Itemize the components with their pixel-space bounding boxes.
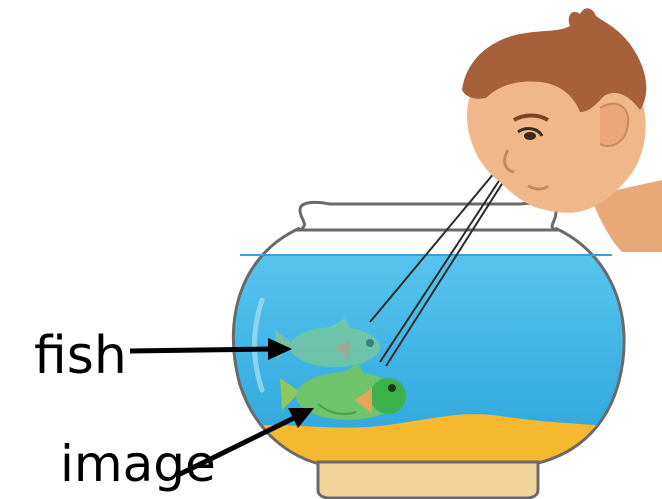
bowl-rim [300, 202, 556, 230]
fish-label: fish [34, 330, 127, 382]
image-label: image [60, 439, 216, 489]
bowl-base [318, 462, 538, 498]
